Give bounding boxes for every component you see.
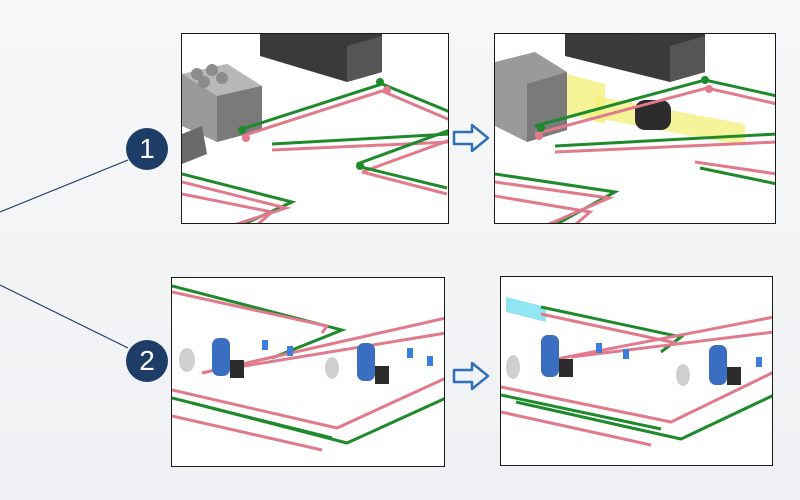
step-2-badge: 2	[126, 340, 168, 382]
step-2-before-panel	[171, 277, 445, 467]
step-2-after-panel	[500, 276, 773, 466]
next-arrow-icon	[452, 123, 490, 153]
step-1-before-panel	[181, 33, 449, 224]
step-1-after-panel	[494, 33, 776, 224]
step-2-before-drawing	[172, 284, 444, 452]
step-1-before-drawing	[182, 34, 448, 223]
step-2-after-drawing	[501, 297, 772, 447]
step-1-after-drawing	[495, 34, 775, 223]
next-arrow-icon	[452, 361, 490, 391]
step-1-badge: 1	[126, 128, 168, 170]
